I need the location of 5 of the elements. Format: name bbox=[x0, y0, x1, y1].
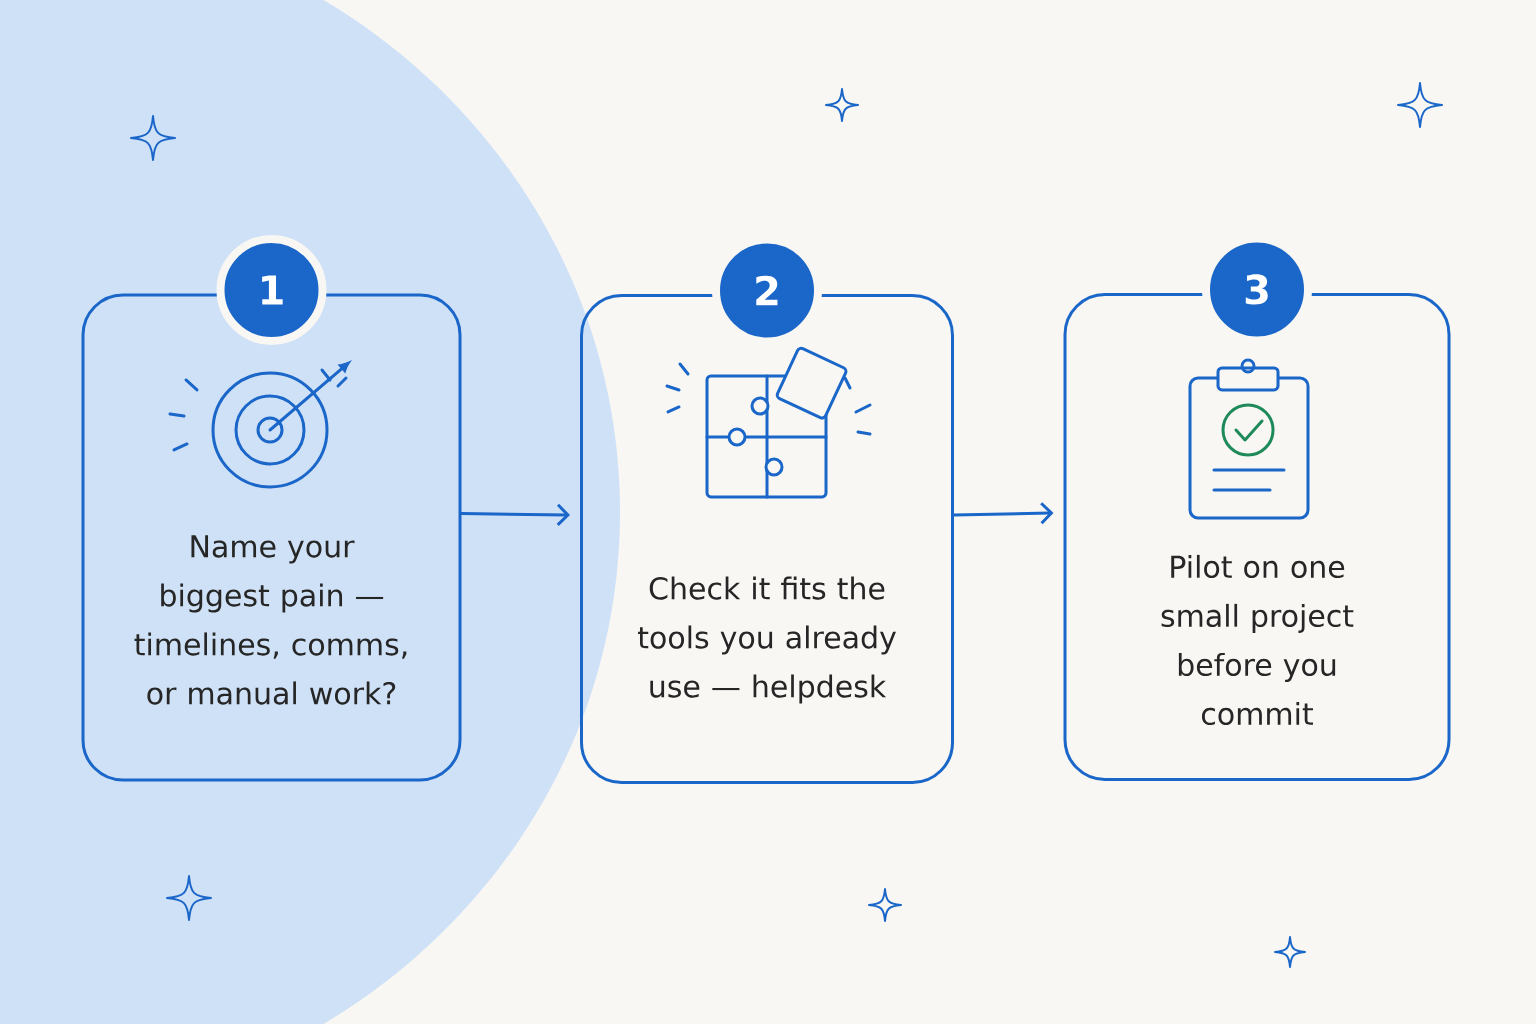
step-text: Name your biggest pain — timelines, comms, or manual work? bbox=[134, 535, 407, 705]
step-text: Pilot on one small project before you commit bbox=[1161, 554, 1354, 726]
arrow bbox=[952, 502, 1054, 525]
arrow bbox=[460, 503, 570, 526]
step-text: Check it fits the tools you already use — helpdesk bbox=[638, 576, 896, 704]
